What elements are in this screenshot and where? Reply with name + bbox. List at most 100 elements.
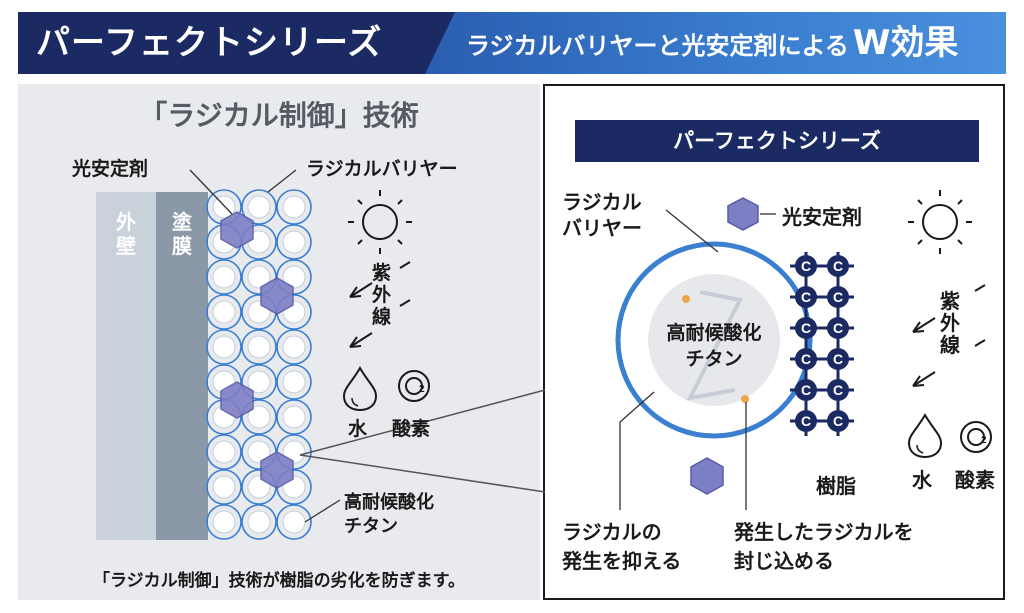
- resin-node: [827, 348, 849, 370]
- callout-lines-left: [189, 169, 341, 523]
- uv-arrows-right: [912, 284, 986, 387]
- banner-title: パーフェクトシリーズ: [36, 23, 383, 63]
- banner-subtitle-bar: [425, 12, 1006, 74]
- titanium-label-left-line1: 高耐候酸化: [344, 492, 434, 513]
- titanium-particle: [282, 195, 306, 219]
- light-stabilizer-hexagon: [260, 277, 294, 315]
- resin-node-glyph: C: [833, 382, 843, 398]
- resin-node-glyph: C: [833, 351, 843, 367]
- titanium-particle: [282, 405, 306, 429]
- light-stabilizer-label-left: 光安定剤: [72, 158, 149, 180]
- zoom-connector: [299, 389, 546, 493]
- resin-node: [795, 379, 817, 401]
- titanium-particle: [282, 335, 306, 359]
- radical-barrier-ring: [241, 329, 277, 365]
- radical-barrier-ring: [206, 259, 242, 295]
- light-stabilizer-hexagon: [220, 211, 254, 249]
- titanium-particle: [247, 510, 271, 534]
- oxygen-label-left: 酸素: [392, 418, 431, 440]
- coating-label: 塗膜: [172, 210, 192, 258]
- resin-node: [827, 255, 849, 277]
- titanium-particle: [282, 230, 306, 254]
- banner-subtitle-emphasis: W効果: [852, 23, 959, 63]
- suppress-label-line2: 発生を抑える: [562, 549, 682, 573]
- barrier-label-line2: バリヤー: [562, 216, 642, 240]
- light-stabilizer-hexagon: [260, 451, 294, 489]
- resin-node: [827, 317, 849, 339]
- light-stabilizer-hexagons-left: [220, 211, 294, 489]
- resin-node: [827, 286, 849, 308]
- titanium-particle: [247, 335, 271, 359]
- titanium-particle: [212, 265, 236, 289]
- water-label-right: 水: [912, 468, 932, 492]
- radical-barrier-ring: [276, 364, 312, 400]
- radical-path: [686, 290, 743, 401]
- radical-barrier-ring: [241, 189, 277, 225]
- resin-node: [827, 379, 849, 401]
- sun-icon: [348, 190, 412, 254]
- radical-barrier-ring: [206, 434, 242, 470]
- light-stabilizer-hexagon: [220, 381, 254, 419]
- resin-node-glyph: C: [801, 258, 811, 274]
- resin-label: 樹脂: [816, 474, 856, 498]
- radical-barrier-label-left: ラジカルバリヤー: [306, 158, 458, 180]
- titanium-bubble-grid: [206, 189, 312, 540]
- water-drop-icon-left: [342, 365, 378, 412]
- core-label-line2: チタン: [685, 348, 743, 370]
- resin-node-glyph: C: [833, 289, 843, 305]
- radical-barrier-ring: [206, 469, 242, 505]
- resin-node-glyph: C: [833, 258, 843, 274]
- callout-line: [304, 499, 341, 523]
- titanium-particle: [212, 195, 236, 219]
- titanium-particle: [212, 300, 236, 324]
- titanium-particle: [212, 510, 236, 534]
- uv-label-left: 紫外線: [372, 262, 392, 328]
- titanium-particle: [282, 510, 306, 534]
- radical-barrier-ring: [206, 504, 242, 540]
- resin-node: [795, 255, 817, 277]
- wall-label: 外壁: [116, 210, 136, 258]
- oxygen-label-right: 酸素: [955, 468, 995, 492]
- core-label-line1: 高耐候酸化: [666, 322, 762, 344]
- uv-label-right: 紫外線: [940, 289, 960, 357]
- radical-barrier-ring: [276, 504, 312, 540]
- water-drop-icon-right: [907, 412, 943, 459]
- callout-line: [619, 391, 655, 423]
- titanium-particle: [247, 440, 271, 464]
- resin-node-glyph: C: [801, 413, 811, 429]
- resin-node: [795, 286, 817, 308]
- uv-arrows-left: [349, 261, 411, 348]
- titanium-particle: [247, 370, 271, 394]
- titanium-particle: [282, 440, 306, 464]
- resin-node: [827, 410, 849, 432]
- left-heading: 「ラジカル制御」技術: [139, 99, 419, 132]
- resin-node-glyph: C: [801, 320, 811, 336]
- callout-lines-right: [619, 209, 776, 510]
- light-stabilizer-label-right: 光安定剤: [782, 205, 862, 229]
- callout-line: [665, 209, 719, 253]
- radical-barrier-ring: [276, 259, 312, 295]
- resin-node: [795, 348, 817, 370]
- radical-barrier-ring: [241, 504, 277, 540]
- resin-node-glyph: C: [801, 351, 811, 367]
- right-heading: パーフェクトシリーズ: [575, 120, 979, 162]
- contain-label-line1: 発生したラジカルを: [734, 520, 914, 544]
- resin-node-glyph: C: [833, 413, 843, 429]
- banner-subtitle-text: ラジカルバリヤーと光安定剤による: [466, 32, 849, 60]
- titanium-particle: [212, 475, 236, 499]
- oxygen-glyph-right: 2: [981, 435, 987, 446]
- suppress-label-line1: ラジカルの: [562, 520, 662, 544]
- titanium-particle: [247, 195, 271, 219]
- light-stabilizer-hexagon: [690, 457, 724, 495]
- resin-node: [795, 317, 817, 339]
- banner-title-bar: [18, 12, 458, 74]
- radical-barrier-ring: [276, 189, 312, 225]
- resin-node: [795, 410, 817, 432]
- resin-node-glyph: C: [833, 320, 843, 336]
- radical-barrier-ring: [206, 294, 242, 330]
- titanium-particle: [282, 370, 306, 394]
- radical-sparks: [682, 295, 749, 403]
